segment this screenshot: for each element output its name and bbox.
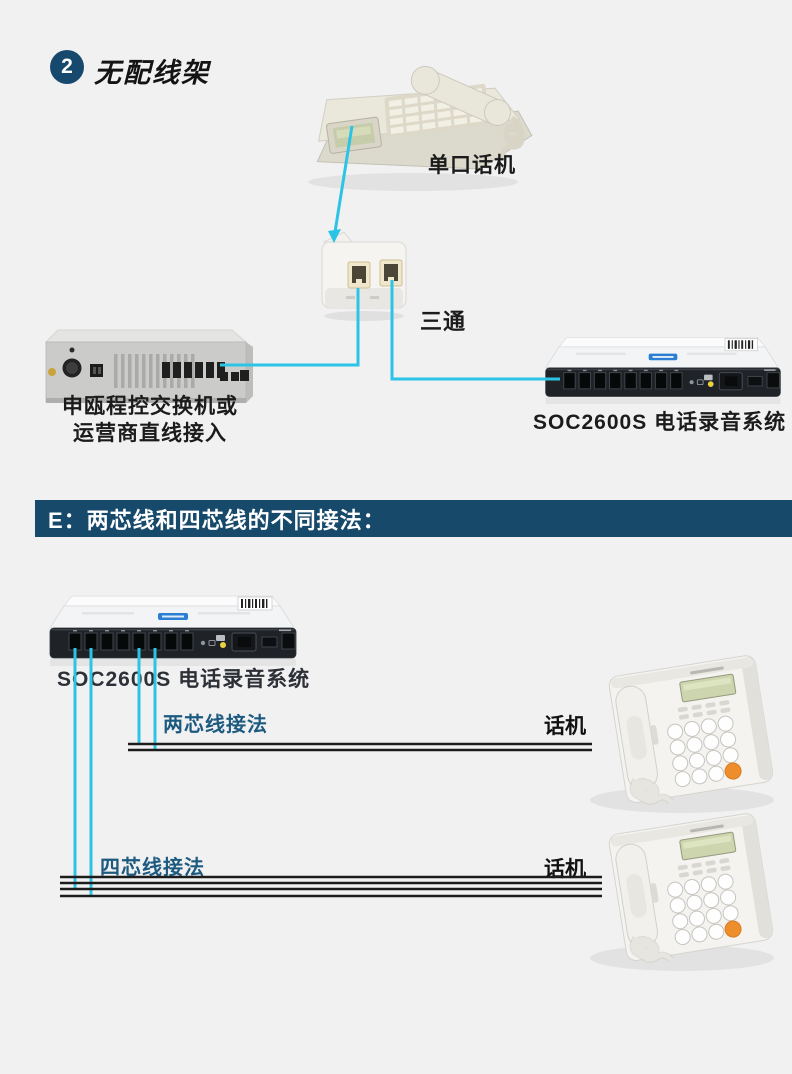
recorder-bottom-icon (49, 595, 297, 667)
splitter-icon (321, 231, 407, 321)
page-title: 无配线架 (94, 58, 210, 88)
recorder-top-image (538, 326, 788, 406)
splitter-image (312, 226, 412, 322)
recorder-top-icon (545, 336, 781, 405)
desk-phone-2-icon (580, 810, 792, 978)
two-core-wire-label: 两芯线接法 (163, 714, 268, 736)
desk-phone-1-icon (580, 652, 792, 820)
recorder-bottom-image (42, 584, 304, 668)
pbx-image (42, 326, 260, 414)
single-port-phone-label: 单口话机 (428, 154, 516, 177)
section-banner: E：两芯线和四芯线的不同接法： (35, 500, 792, 537)
pbx-label-line2: 运营商直线接入 (73, 422, 227, 445)
recorder-top-label: SOC2600S 电话录音系统 (533, 411, 787, 434)
section-number: 2 (61, 55, 73, 78)
four-core-wire-label: 四芯线接法 (100, 857, 205, 879)
pbx-label-line1: 申瓯程控交换机或 (62, 395, 238, 418)
recorder-bottom-label: SOC2600S 电话录音系统 (57, 668, 311, 691)
section-banner-text: E：两芯线和四芯线的不同接法： (48, 507, 386, 533)
section-number-badge: 2 (50, 50, 84, 84)
phone-four-core-label: 话机 (544, 858, 586, 881)
pbx-icon (45, 329, 253, 403)
phone-four-core-image (580, 810, 792, 978)
phone-two-core-image (580, 652, 792, 820)
phone-two-core-label: 话机 (544, 715, 586, 738)
wire-splitter-to-recorder (390, 280, 560, 381)
splitter-label: 三通 (420, 309, 467, 334)
